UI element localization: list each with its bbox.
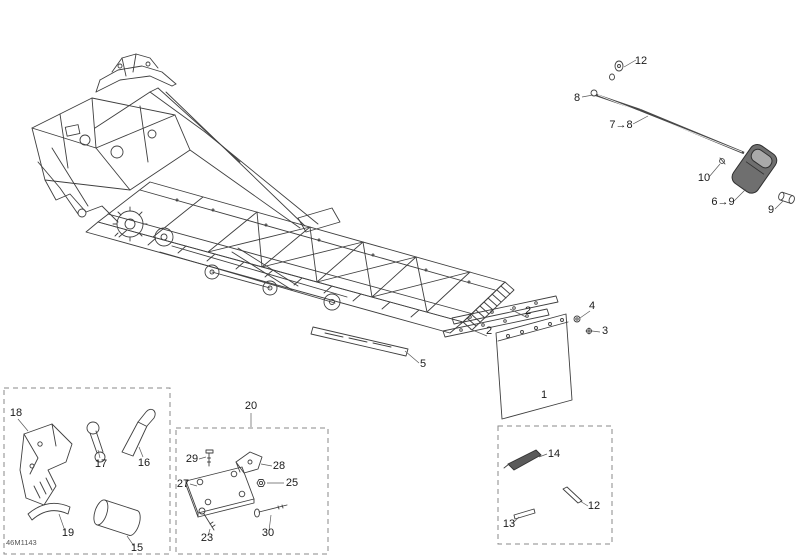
light-rod: [595, 93, 641, 112]
kit-box-left-border: [3, 387, 171, 555]
trim-kit-box: [497, 425, 613, 545]
callout-2b: 2: [486, 325, 492, 337]
spring-tool: [121, 408, 156, 457]
rod-highlight: [597, 94, 743, 153]
callout-4: 4: [589, 300, 595, 312]
bulb-socket: [778, 191, 795, 204]
wedge-pad: [503, 449, 542, 471]
callout-12b: 12: [588, 500, 600, 512]
flap-washer: [573, 315, 581, 323]
rear-suspension: [159, 245, 348, 311]
chassis-assembly: [31, 53, 515, 334]
mount-plate: [185, 466, 255, 518]
rod-clip: [719, 157, 726, 165]
callout-6-9: 6→9: [711, 196, 734, 208]
bolt-small: [205, 449, 214, 467]
rear-closure-hatch: [462, 281, 515, 331]
curved-strip: [27, 502, 71, 521]
bracket-kit-border: [175, 427, 329, 555]
heat-shield-bracket: [19, 423, 73, 506]
rod-grommets: [609, 60, 624, 81]
trim-strip-a: [562, 486, 583, 504]
callout-23: 23: [201, 532, 213, 544]
callout-2a: 2: [525, 305, 531, 317]
leader-lines: [17, 59, 784, 547]
callout-12: 12: [635, 55, 647, 67]
kit-box-left: [3, 387, 171, 555]
callout-10: 10: [698, 172, 710, 184]
callout-17: 17: [95, 458, 107, 470]
callout-29: 29: [186, 453, 198, 465]
long-bolt: [254, 504, 288, 518]
trim-strip-b: [513, 508, 536, 520]
callout-13: 13: [503, 518, 515, 530]
callout-3: 3: [602, 325, 608, 337]
hinge-strips: [442, 295, 559, 338]
callout-20: 20: [245, 400, 257, 412]
support-bracket: [235, 451, 263, 474]
callout-16: 16: [138, 457, 150, 469]
cylinder-part: [93, 499, 141, 536]
trim-kit-border: [497, 425, 613, 545]
hex-nut: [256, 479, 266, 487]
callout-8: 8: [574, 92, 580, 104]
callout-7-8: 7→8: [609, 119, 632, 131]
flap-bolt: [585, 327, 593, 335]
callout-1: 1: [541, 389, 547, 401]
bracket-kit-box: [175, 427, 329, 555]
steering-area: [95, 53, 177, 93]
callout-18: 18: [10, 407, 22, 419]
callout-19: 19: [62, 527, 74, 539]
tail-light-housing: [731, 144, 778, 194]
engine-bulkhead: [31, 97, 191, 223]
callout-5: 5: [420, 358, 426, 370]
callout-labels: 12 8 7→8 10 6→9 9 2 2 4 3 1 5 18 17 16 1…: [10, 55, 774, 554]
tail-light-rod-assembly: [590, 60, 795, 204]
snow-flap: [495, 313, 573, 420]
callout-27: 27: [177, 478, 189, 490]
pyramid-frame: [94, 87, 319, 229]
running-board: [85, 221, 464, 334]
rod-end-hook: [590, 89, 598, 97]
callout-25: 25: [286, 477, 298, 489]
wear-strip: [310, 326, 409, 357]
callout-30: 30: [262, 527, 274, 539]
snow-flap-assembly: [310, 295, 593, 420]
callout-9: 9: [768, 204, 774, 216]
doc-code: 46M1143: [6, 538, 37, 547]
callout-15: 15: [131, 542, 143, 554]
screw-part: [198, 507, 216, 531]
callout-14: 14: [548, 448, 560, 460]
wrench-tool: [86, 421, 106, 463]
callout-28: 28: [273, 460, 285, 472]
